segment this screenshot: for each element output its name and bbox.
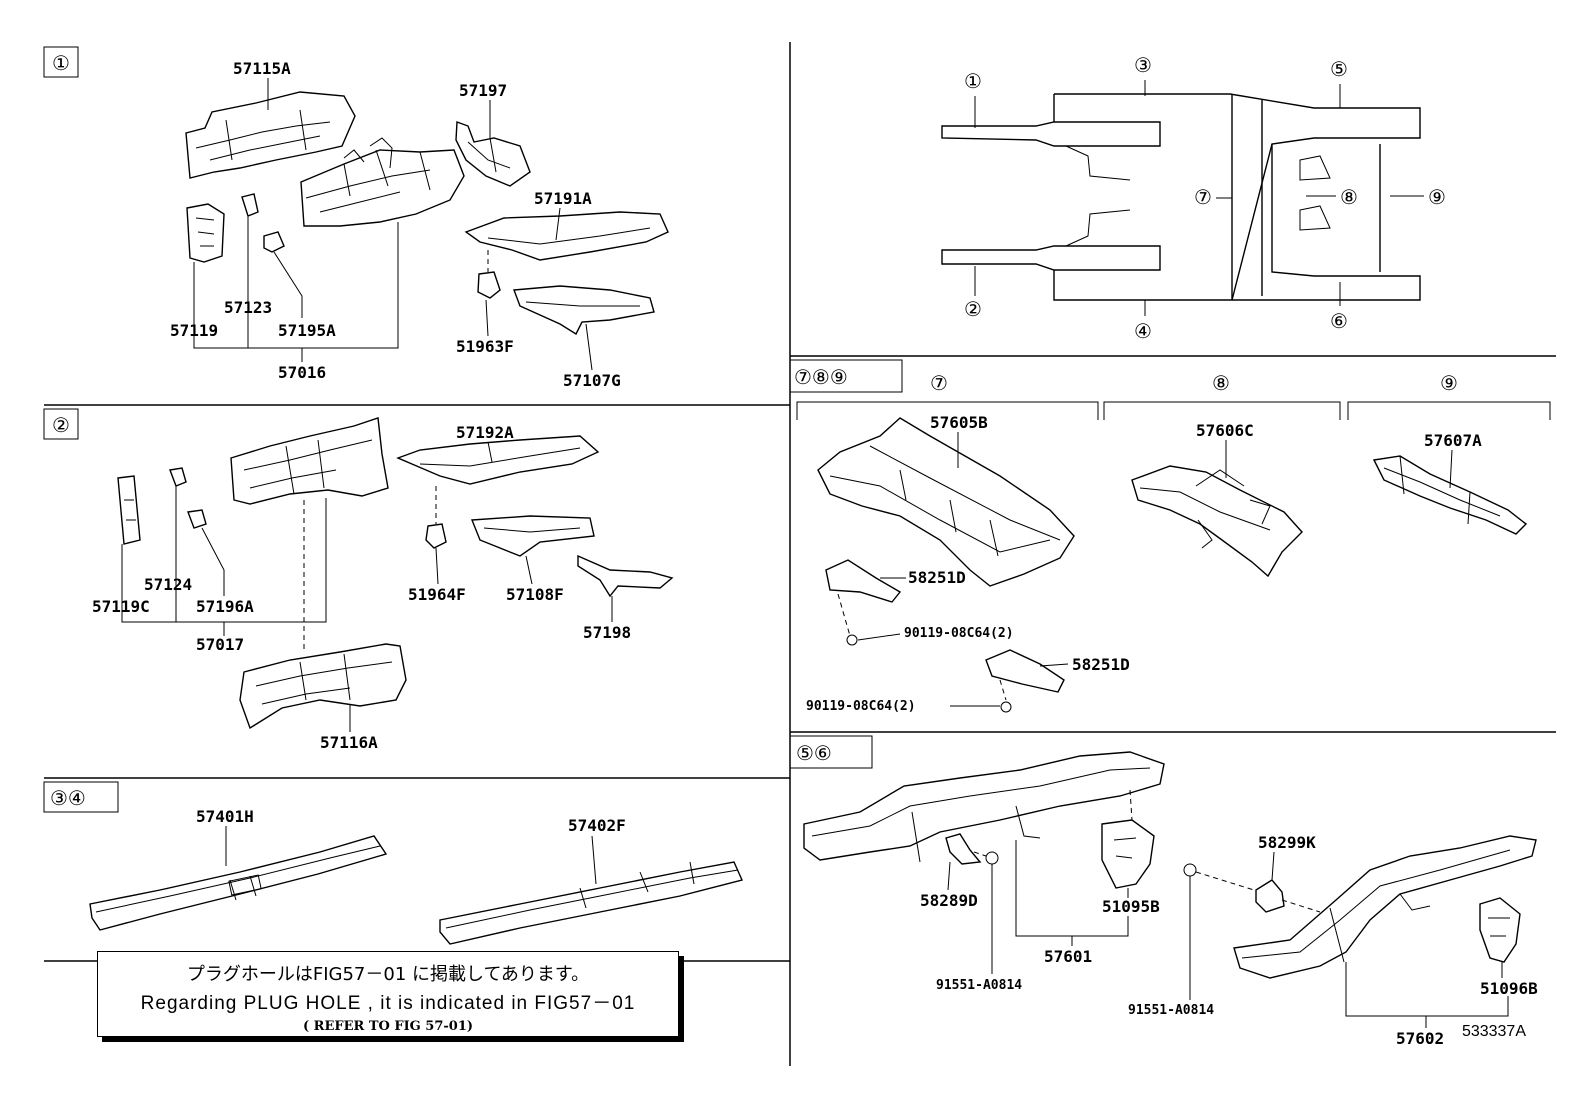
marker-9: ⑨	[1390, 185, 1446, 209]
part-57119C[interactable]: 57119C	[92, 597, 150, 616]
sub-label-9: ⑨	[1440, 371, 1458, 395]
svg-text:①: ①	[964, 69, 982, 93]
part-57602[interactable]: 57602	[1396, 1029, 1444, 1048]
part-58289D[interactable]: 58289D	[920, 891, 978, 910]
note-japanese: プラグホールはFIG57－01 に掲載してあります。	[186, 964, 590, 985]
part-57196A[interactable]: 57196A	[196, 597, 254, 616]
part-91551-A0814-b[interactable]: 91551-A0814	[1128, 1003, 1214, 1018]
note-english: Regarding PLUG HOLE , it is indicated in…	[140, 993, 636, 1014]
svg-text:⑤: ⑤	[1330, 57, 1348, 81]
part-57606C[interactable]: 57606C	[1196, 421, 1254, 440]
marker-6: ⑥	[1330, 282, 1348, 333]
part-57401H[interactable]: 57401H	[196, 807, 254, 826]
svg-text:⑦⑧⑨: ⑦⑧⑨	[794, 365, 848, 389]
section-tag-1: ①	[43, 46, 79, 78]
svg-text:④: ④	[1134, 319, 1152, 343]
section-1-parts: 57115A 57197 57191A 51963F 57107G 57123	[170, 59, 669, 390]
part-57198[interactable]: 57198	[583, 623, 631, 642]
marker-5: ⑤	[1330, 57, 1348, 108]
part-90119-08C64-a[interactable]: 90119-08C64(2)	[904, 626, 1014, 641]
part-58299K[interactable]: 58299K	[1258, 833, 1316, 852]
part-57124[interactable]: 57124	[144, 575, 192, 594]
part-57017[interactable]: 57017	[196, 635, 244, 654]
marker-3: ③	[1134, 53, 1152, 96]
sub-label-7: ⑦	[930, 371, 948, 395]
illustration-id: 533337A	[1461, 1023, 1526, 1040]
section-5-6-parts: 58289D 91551-A0814 51095B 57601 58299K 9…	[803, 751, 1538, 1048]
section-2-parts: 57192A 51964F 57108F 57198 57124 57119C …	[92, 417, 674, 752]
section-tag-5-6: ⑤⑥	[789, 735, 873, 769]
part-90119-08C64-b[interactable]: 90119-08C64(2)	[806, 699, 916, 714]
section-tag-3-4: ③④	[43, 781, 119, 813]
note-reference[interactable]: ( REFER TO FIG 57-01)	[302, 1019, 474, 1034]
marker-2: ②	[964, 266, 982, 321]
part-58251D-b[interactable]: 58251D	[1072, 655, 1130, 674]
svg-text:⑤⑥: ⑤⑥	[796, 741, 832, 765]
section-tag-7-8-9: ⑦⑧⑨	[789, 359, 903, 393]
part-57607A[interactable]: 57607A	[1424, 431, 1482, 450]
part-57016[interactable]: 57016	[278, 363, 326, 382]
marker-8: ⑧	[1306, 185, 1358, 209]
part-51963F[interactable]: 51963F	[456, 337, 514, 356]
svg-text:①: ①	[52, 51, 70, 75]
part-57116A[interactable]: 57116A	[320, 733, 378, 752]
part-58251D-a[interactable]: 58251D	[908, 568, 966, 587]
part-57191A[interactable]: 57191A	[534, 189, 592, 208]
svg-text:⑥: ⑥	[1330, 309, 1348, 333]
part-57115A[interactable]: 57115A	[233, 59, 291, 78]
marker-7: ⑦	[1194, 185, 1232, 209]
svg-text:②: ②	[964, 297, 982, 321]
section-3-4-parts: 57401H 57402F	[89, 807, 743, 945]
svg-text:③: ③	[1134, 53, 1152, 77]
part-51964F[interactable]: 51964F	[408, 585, 466, 604]
marker-4: ④	[1134, 300, 1152, 343]
svg-text:⑨: ⑨	[1428, 185, 1446, 209]
part-51096B[interactable]: 51096B	[1480, 979, 1538, 998]
part-57601[interactable]: 57601	[1044, 947, 1092, 966]
svg-text:⑦: ⑦	[1194, 185, 1212, 209]
part-57107G[interactable]: 57107G	[563, 371, 621, 390]
part-57605B[interactable]: 57605B	[930, 413, 988, 432]
frame-overview: ① ② ③ ④ ⑤ ⑥ ⑦ ⑧ ⑨	[941, 53, 1446, 343]
svg-text:②: ②	[52, 413, 70, 437]
section-7-8-9-parts: ⑦ ⑧ ⑨ 57605B 57606C 57607A 58251D 90119-…	[796, 371, 1551, 714]
part-57108F[interactable]: 57108F	[506, 585, 564, 604]
part-57402F[interactable]: 57402F	[568, 816, 626, 835]
part-91551-A0814-a[interactable]: 91551-A0814	[936, 978, 1022, 993]
part-57192A[interactable]: 57192A	[456, 423, 514, 442]
section-tag-2: ②	[43, 408, 79, 440]
plug-hole-note: プラグホールはFIG57－01 に掲載してあります。 Regarding PLU…	[97, 951, 679, 1037]
sub-label-8: ⑧	[1212, 371, 1230, 395]
svg-text:⑧: ⑧	[1340, 185, 1358, 209]
marker-1: ①	[964, 69, 982, 128]
svg-text:③④: ③④	[50, 786, 86, 810]
part-57195A[interactable]: 57195A	[278, 321, 336, 340]
part-51095B[interactable]: 51095B	[1102, 897, 1160, 916]
part-57197[interactable]: 57197	[459, 81, 507, 100]
